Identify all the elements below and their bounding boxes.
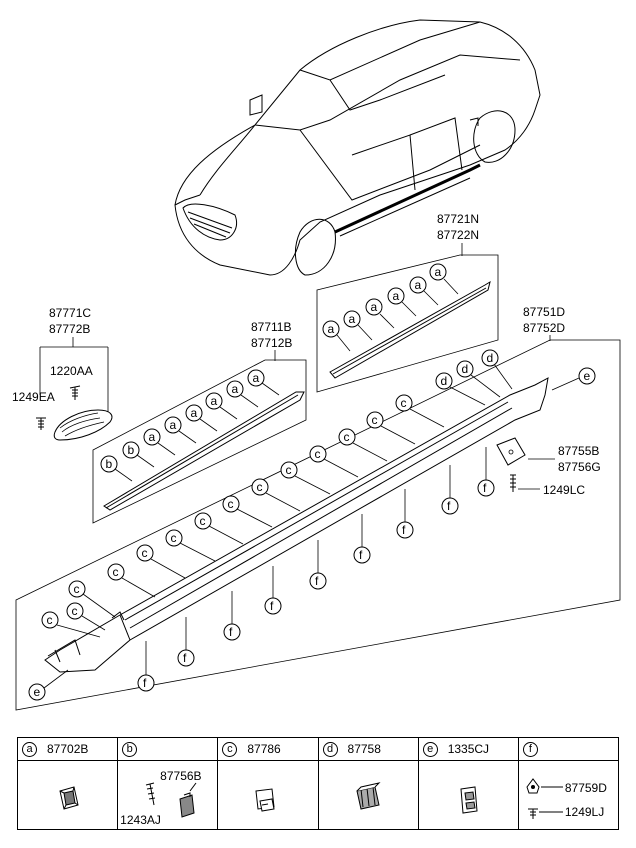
svg-text:a: a xyxy=(415,278,422,292)
label-1220AA: 1220AA xyxy=(50,364,93,378)
svg-text:f: f xyxy=(447,499,451,513)
legend-cell-a: a 87702B xyxy=(18,738,119,829)
middle-moulding-group: 87711B 87712B b b a a a a a a xyxy=(92,320,307,524)
callouts-upper: a a a a a a xyxy=(322,263,459,352)
label-87721N: 87721N xyxy=(437,212,479,226)
clip-f-icon xyxy=(526,778,563,819)
legend-cell-b: b 87756B 1243AJ xyxy=(118,738,219,829)
svg-text:d: d xyxy=(462,362,469,376)
label-1249EA: 1249EA xyxy=(12,390,55,404)
legend-part-c: 87786 xyxy=(247,742,281,756)
svg-text:c: c xyxy=(142,546,148,560)
svg-text:f: f xyxy=(270,599,274,613)
svg-text:a: a xyxy=(149,430,156,444)
upper-moulding-group: 87721N 87722N a a a a a a xyxy=(316,212,499,393)
parts-diagram: 87721N 87722N a a a a a a 87711B 87712B … xyxy=(12,19,621,711)
svg-text:f: f xyxy=(315,574,319,588)
svg-text:d: d xyxy=(487,351,494,365)
svg-text:a: a xyxy=(328,322,335,336)
svg-text:c: c xyxy=(200,514,206,528)
svg-text:f: f xyxy=(402,523,406,537)
clip-e-icon xyxy=(460,786,478,814)
clip-d-icon xyxy=(355,782,381,810)
side-sill-group: 87751D 87752D 87755B 87756G 1249LC c c c… xyxy=(15,305,621,711)
svg-text:c: c xyxy=(47,613,53,627)
callouts-sill-d: d d d xyxy=(435,349,513,406)
svg-text:a: a xyxy=(393,289,400,303)
legend-sub-87756B: 87756B xyxy=(160,769,202,783)
end-bracket-group: 87771C 87772B 1220AA 1249EA xyxy=(12,306,113,441)
clip-c-icon xyxy=(255,788,275,812)
svg-text:a: a xyxy=(232,382,239,396)
legend-letter-e: e xyxy=(422,741,438,757)
clip-b-icon xyxy=(146,782,197,818)
label-87756G: 87756G xyxy=(558,460,601,474)
svg-text:c: c xyxy=(286,463,292,477)
legend-letter-d: d xyxy=(322,741,338,757)
svg-text:f: f xyxy=(359,548,363,562)
legend-sub-1243AJ: 1243AJ xyxy=(120,813,161,827)
svg-text:c: c xyxy=(113,565,119,579)
svg-text:c: c xyxy=(257,480,263,494)
callouts-sill-c: c c c c c c c c c c c c c c xyxy=(41,394,445,638)
svg-text:c: c xyxy=(315,447,321,461)
svg-text:e: e xyxy=(34,685,41,699)
label-87722N: 87722N xyxy=(437,228,479,242)
label-87771C: 87771C xyxy=(49,306,91,320)
svg-text:f: f xyxy=(229,625,233,639)
label-87712B: 87712B xyxy=(251,336,292,350)
svg-text:c: c xyxy=(401,396,407,410)
svg-text:a: a xyxy=(211,394,218,408)
legend-part-d: 87758 xyxy=(347,742,381,756)
svg-text:a: a xyxy=(349,312,356,326)
callouts-sill-f: f f f f f f f f f xyxy=(137,447,495,692)
svg-text:c: c xyxy=(74,582,80,596)
legend-sub-1249LJ: 1249LJ xyxy=(564,805,605,819)
svg-text:a: a xyxy=(371,300,378,314)
svg-text:c: c xyxy=(228,497,234,511)
svg-text:c: c xyxy=(372,413,378,427)
fastener-legend: a 87702B b 87756B 1243AJ c 87786 xyxy=(17,737,619,830)
svg-text:a: a xyxy=(191,406,198,420)
legend-letter-a: a xyxy=(22,741,37,757)
svg-text:d: d xyxy=(441,374,448,388)
legend-cell-e: e 1335CJ xyxy=(418,738,519,829)
svg-text:f: f xyxy=(143,676,147,690)
legend-letter-c: c xyxy=(222,741,238,757)
svg-text:e: e xyxy=(584,369,591,383)
label-87711B: 87711B xyxy=(251,320,291,334)
car-illustration xyxy=(174,19,541,276)
svg-text:b: b xyxy=(128,443,135,457)
svg-text:f: f xyxy=(483,481,487,495)
label-1249LC: 1249LC xyxy=(543,483,585,497)
svg-text:c: c xyxy=(72,604,78,618)
clip-a-icon xyxy=(59,786,79,810)
legend-part-e: 1335CJ xyxy=(447,742,490,756)
label-87751D: 87751D xyxy=(523,305,565,319)
legend-cell-c: c 87786 xyxy=(218,738,319,829)
svg-text:a: a xyxy=(253,371,260,385)
svg-text:f: f xyxy=(183,651,187,665)
legend-cell-d: d 87758 xyxy=(318,738,419,829)
svg-text:c: c xyxy=(171,531,177,545)
callouts-sill-e: e e xyxy=(28,367,596,701)
callouts-middle: b b a a a a a a xyxy=(100,369,280,482)
svg-text:c: c xyxy=(344,430,350,444)
label-87755B: 87755B xyxy=(558,444,599,458)
label-87772B: 87772B xyxy=(49,322,90,336)
svg-text:b: b xyxy=(106,457,113,471)
legend-letter-b: b xyxy=(122,741,138,757)
svg-text:a: a xyxy=(435,265,442,279)
legend-letter-f: f xyxy=(522,741,538,757)
svg-text:a: a xyxy=(170,418,177,432)
legend-cell-f: f 87759D 1249LJ xyxy=(518,738,619,829)
legend-sub-87759D: 87759D xyxy=(564,781,607,795)
label-87752D: 87752D xyxy=(523,321,565,335)
legend-part-a: 87702B xyxy=(47,742,89,756)
